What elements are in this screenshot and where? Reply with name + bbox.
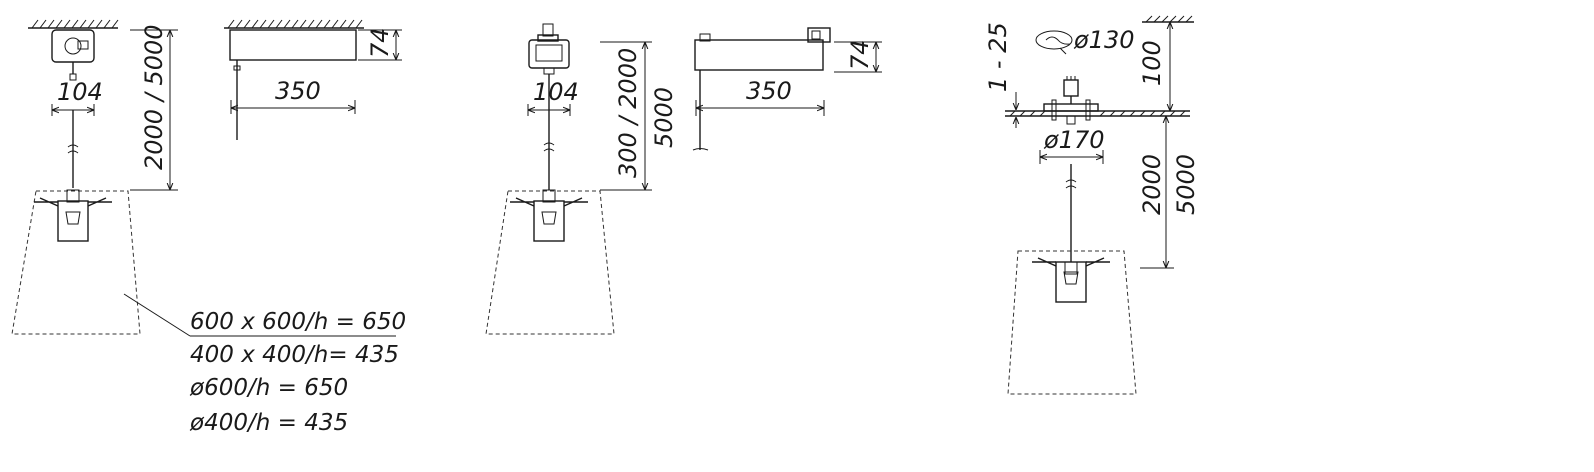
view2-height-label: 300 / 2000: [614, 48, 642, 178]
view1-height-label: 2000 / 5000: [140, 25, 168, 171]
view1-dim-width: 104: [51, 78, 103, 116]
view3-shade: [1007, 250, 1137, 395]
view2-front: 104 300 / 2000 5000: [485, 23, 678, 335]
view2-profile: [694, 39, 824, 71]
view3-recessed: ø130 1 - 25 100 ø170 2000 5000: [984, 15, 1200, 395]
view1-dim-profile-height: 74: [358, 27, 402, 61]
shade-size-2: 400 x 400/h= 435: [190, 342, 399, 368]
view1-shade: [11, 189, 141, 335]
view2-cable-label: 5000: [650, 87, 678, 148]
view1-front: 104 2000 / 5000: [11, 19, 396, 337]
view2-width-label: 104: [533, 78, 579, 106]
shade-size-4: ø400/h = 435: [189, 410, 348, 436]
view3-drop-max-label: 5000: [1172, 154, 1200, 215]
view2-side: 74 350: [692, 27, 882, 151]
shade-size-1: 600 x 600/h = 650: [190, 309, 406, 335]
view1-side: 74 350: [224, 19, 402, 140]
view3-ceiling-label: 100: [1138, 40, 1166, 86]
view3-recess-label: 1 - 25: [984, 22, 1012, 92]
view1-dim-height: 2000 / 5000: [130, 25, 178, 191]
view2-shade: [485, 189, 615, 335]
view1-dim-length: 350: [230, 77, 356, 114]
view3-hole-label: ø130: [1073, 26, 1135, 54]
view1-length-label: 350: [275, 77, 321, 105]
view3-dim-recess: 1 - 25: [984, 22, 1016, 128]
shade-size-3: ø600/h = 650: [189, 375, 348, 401]
view3-canopy-label: ø170: [1043, 126, 1105, 154]
view3-drop-min-label: 2000: [1138, 154, 1166, 215]
view2-profile-height-label: 74: [846, 39, 874, 70]
view1-profile: [229, 29, 357, 61]
view3-dim-canopy: ø170: [1039, 126, 1105, 164]
view2-dim-height: 300 / 2000 5000: [600, 41, 678, 191]
view3-dim-ceiling: 100: [1138, 22, 1170, 111]
view3-dim-drop: 2000 5000: [1138, 116, 1200, 269]
view1-width-label: 104: [57, 78, 103, 106]
view2-dim-width: 104: [527, 78, 579, 116]
shade-size-list: 600 x 600/h = 650 400 x 400/h= 435 ø600/…: [189, 309, 406, 436]
cutout-hole-icon: [1035, 30, 1073, 50]
view2-length-label: 350: [746, 77, 792, 105]
view1-profile-height-label: 74: [366, 27, 394, 58]
view2-dim-length: 350: [695, 77, 825, 116]
track-adapter: [528, 39, 570, 69]
view2-dim-profile-height: 74: [834, 39, 882, 73]
